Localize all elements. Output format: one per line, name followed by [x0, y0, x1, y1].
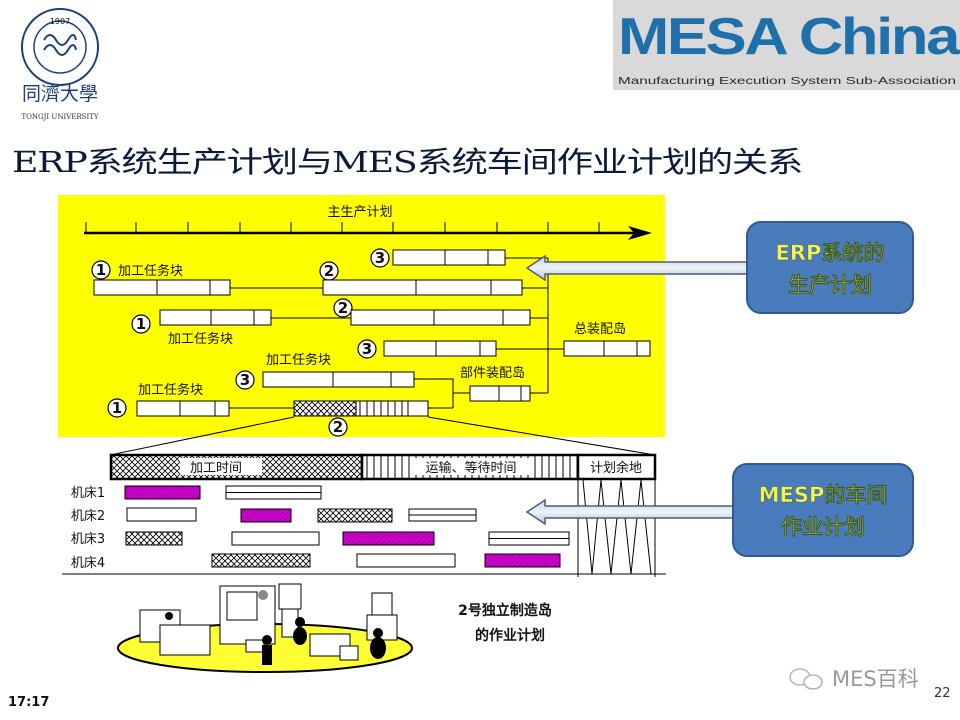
island-caption-line1: 2号独立制造岛 [458, 602, 552, 619]
number-label: 2 [333, 418, 343, 436]
mesp-box-line1: MESP的车间 [759, 483, 888, 507]
task-block-3c: 加工任务块 3 [235, 352, 415, 390]
task-block-1b: 1 加工任务块 [131, 309, 272, 347]
mesa-logo-title: MESA China [618, 8, 960, 66]
task-block-3a: 3 [370, 248, 506, 268]
component-assembly-island: 部件装配岛 [460, 365, 531, 402]
erp-box-line1: ERP系统的 [776, 241, 885, 265]
task-block-label: 加工任务块 [118, 263, 183, 279]
final-assembly-label: 总装配岛 [574, 321, 626, 337]
number-label: 3 [240, 371, 250, 389]
transport-wait-label: 运输、等待时间 [425, 460, 516, 476]
machine-label: 机床1 [71, 486, 105, 501]
mesp-arrow-icon [525, 498, 734, 526]
number-label: 2 [338, 299, 348, 317]
timeline-axis [84, 222, 652, 240]
task-block-2b: 2 [333, 298, 531, 326]
time-stamp: 17:17 [8, 695, 49, 710]
number-label: 3 [362, 340, 372, 358]
university-name-en: TONGJI UNIVERSITY [22, 113, 99, 121]
task-block-1a: 1 加工任务块 [91, 260, 231, 296]
mesa-logo-subtitle: Manufacturing Execution System Sub-Assoc… [618, 76, 956, 87]
task-block-label: 加工任务块 [168, 331, 233, 347]
machine-1-jobs [124, 485, 322, 500]
number-label: 2 [324, 262, 334, 280]
number-label: 1 [96, 261, 106, 279]
mesp-box-line2: 作业计划 [781, 515, 865, 539]
machine-label: 机床4 [71, 556, 105, 571]
machine-4-jobs [211, 553, 561, 568]
island-caption-line2: 的作业计划 [475, 627, 545, 644]
mes-workshop-schedule: 加工时间 运输、等待时间 计划余地 机床1 机床2 机床3 机床4 [62, 453, 666, 577]
page-number: 22 [934, 686, 951, 701]
number-label: 1 [112, 399, 122, 417]
slide-title: ERP系统生产计划与MES系统车间作业计划的关系 [12, 145, 802, 179]
manufacturing-island-illustration [117, 583, 413, 673]
number-label: 1 [136, 315, 146, 333]
component-assembly-label: 部件装配岛 [460, 365, 525, 381]
machine-2-jobs [126, 507, 477, 523]
machine-label: 机床2 [71, 509, 105, 524]
master-plan-label: 主生产计划 [327, 205, 392, 220]
final-assembly-island: 总装配岛 [563, 321, 651, 357]
task-block-label: 加工任务块 [138, 382, 203, 398]
mesp-workshop-plan-box: MESP的车间 作业计划 [732, 463, 914, 557]
tongji-university-logo: 1907 同濟大學 TONGJI UNIVERSITY [21, 8, 99, 121]
zoom-projection-lines [109, 416, 656, 456]
erp-production-plan-box: ERP系统的 生产计划 [746, 221, 914, 314]
wechat-icon [789, 668, 823, 690]
mesa-china-logo: MESA China Manufacturing Execution Syste… [613, 0, 960, 90]
machine-label: 机床3 [71, 532, 105, 547]
task-block-1c: 加工任务块 1 [107, 382, 230, 418]
university-name: 同濟大學 [22, 83, 98, 105]
seal-year: 1907 [50, 17, 70, 26]
task-block-2a: 2 [319, 261, 523, 296]
task-block-2-selected: 2 [293, 400, 429, 437]
erp-master-plan-diagram: 主生产计划 3 1 加工任务块 2 1 加工任务块 2 [58, 195, 665, 437]
machine-3-jobs [125, 531, 570, 546]
erp-arrow-icon [525, 254, 748, 282]
number-label: 3 [375, 249, 385, 267]
processing-time-label: 加工时间 [190, 461, 242, 476]
plan-margin-zigzag [62, 479, 666, 577]
task-block-3b: 3 [357, 339, 497, 359]
plan-margin-label: 计划余地 [590, 460, 642, 476]
task-block-label: 加工任务块 [266, 352, 331, 368]
watermark-text: MES百科 [832, 667, 919, 691]
erp-box-line2: 生产计划 [788, 273, 872, 297]
